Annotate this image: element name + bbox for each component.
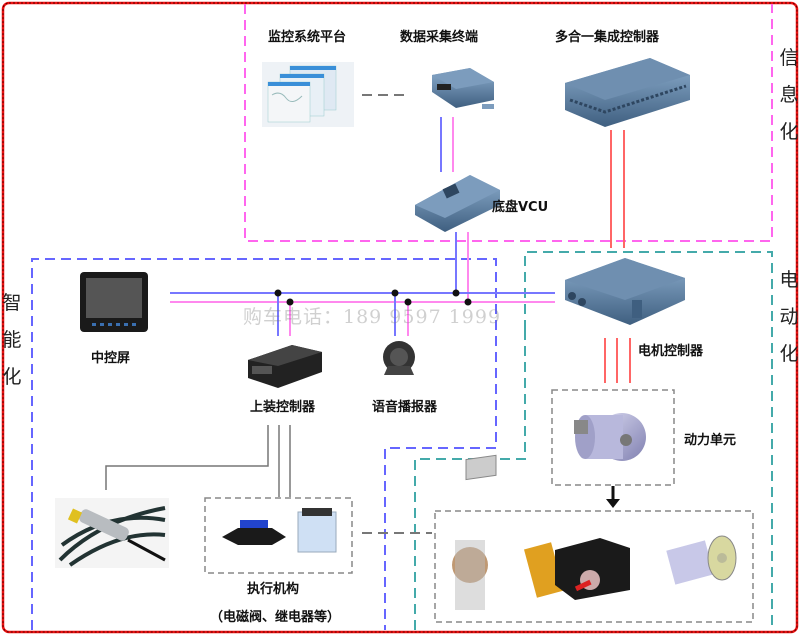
zone-char: 动 [779,306,799,328]
zone-char: 能 [2,329,22,351]
junction-dot [391,289,399,297]
plunger-pump-icon [524,538,630,600]
gear-pump-icon [666,535,737,585]
io-line-sensor [105,425,269,490]
label-actuators: 执行机构 [247,582,300,597]
proximity-sensor-icon [55,498,169,568]
label-integrated-controller: 多合一集成控制器 [555,30,660,45]
solenoid-valve-icon [222,520,286,545]
zone-char: 化 [2,366,22,388]
label-data-terminal: 数据采集终端 [400,30,479,45]
junction-dot [452,289,460,297]
actuator-group-box [204,497,353,574]
relay-icon [297,508,337,553]
junction-dot [286,298,294,306]
zone-char: 智 [2,292,22,314]
label-voice-announcer: 语音播报器 [372,400,438,415]
label-central-screen: 中控屏 [91,351,131,366]
monitoring-dashboard-icon [262,62,354,127]
label-chassis-vcu: 底盘VCU [492,200,549,215]
integrated-controller-icon [565,58,690,127]
junction-dot [404,298,412,306]
speaker-icon [383,341,415,375]
label-monitoring-platform: 监控系统平台 [268,30,347,45]
motor-controller-icon [565,258,685,325]
power-unit-box [551,389,675,486]
zone-char: 化 [779,343,799,365]
body-controller-icon [248,345,322,388]
zone-char: 电 [779,269,799,291]
zone-label-electric: 电 动 化 [778,262,800,373]
electric-motor-icon [574,413,646,461]
junction-dot [464,298,472,306]
label-actuators-sub: （电磁阀、继电器等） [210,610,341,625]
arrow-down-icon [606,499,620,508]
zone-char: 信 [779,47,799,69]
label-motor-controller: 电机控制器 [638,344,704,359]
label-body-controller: 上装控制器 [250,400,316,415]
label-power-unit: 动力单元 [684,433,737,448]
zone-label-smart: 智 能 化 [1,285,23,396]
data-terminal-icon [432,68,494,109]
info-zone-border [244,4,773,242]
zone-char: 化 [779,121,799,143]
loads-group-box [434,510,754,623]
zone-char: 息 [779,84,799,106]
display-screen-icon [80,272,148,332]
watermark-phone: 购车电话：189 9597 1999 [243,306,502,328]
junction-dot [274,289,282,297]
fan-blower-icon [452,454,497,610]
zone-label-info: 信 息 化 [778,40,800,151]
smart-zone-border [31,258,497,630]
vcu-icon [415,175,500,232]
